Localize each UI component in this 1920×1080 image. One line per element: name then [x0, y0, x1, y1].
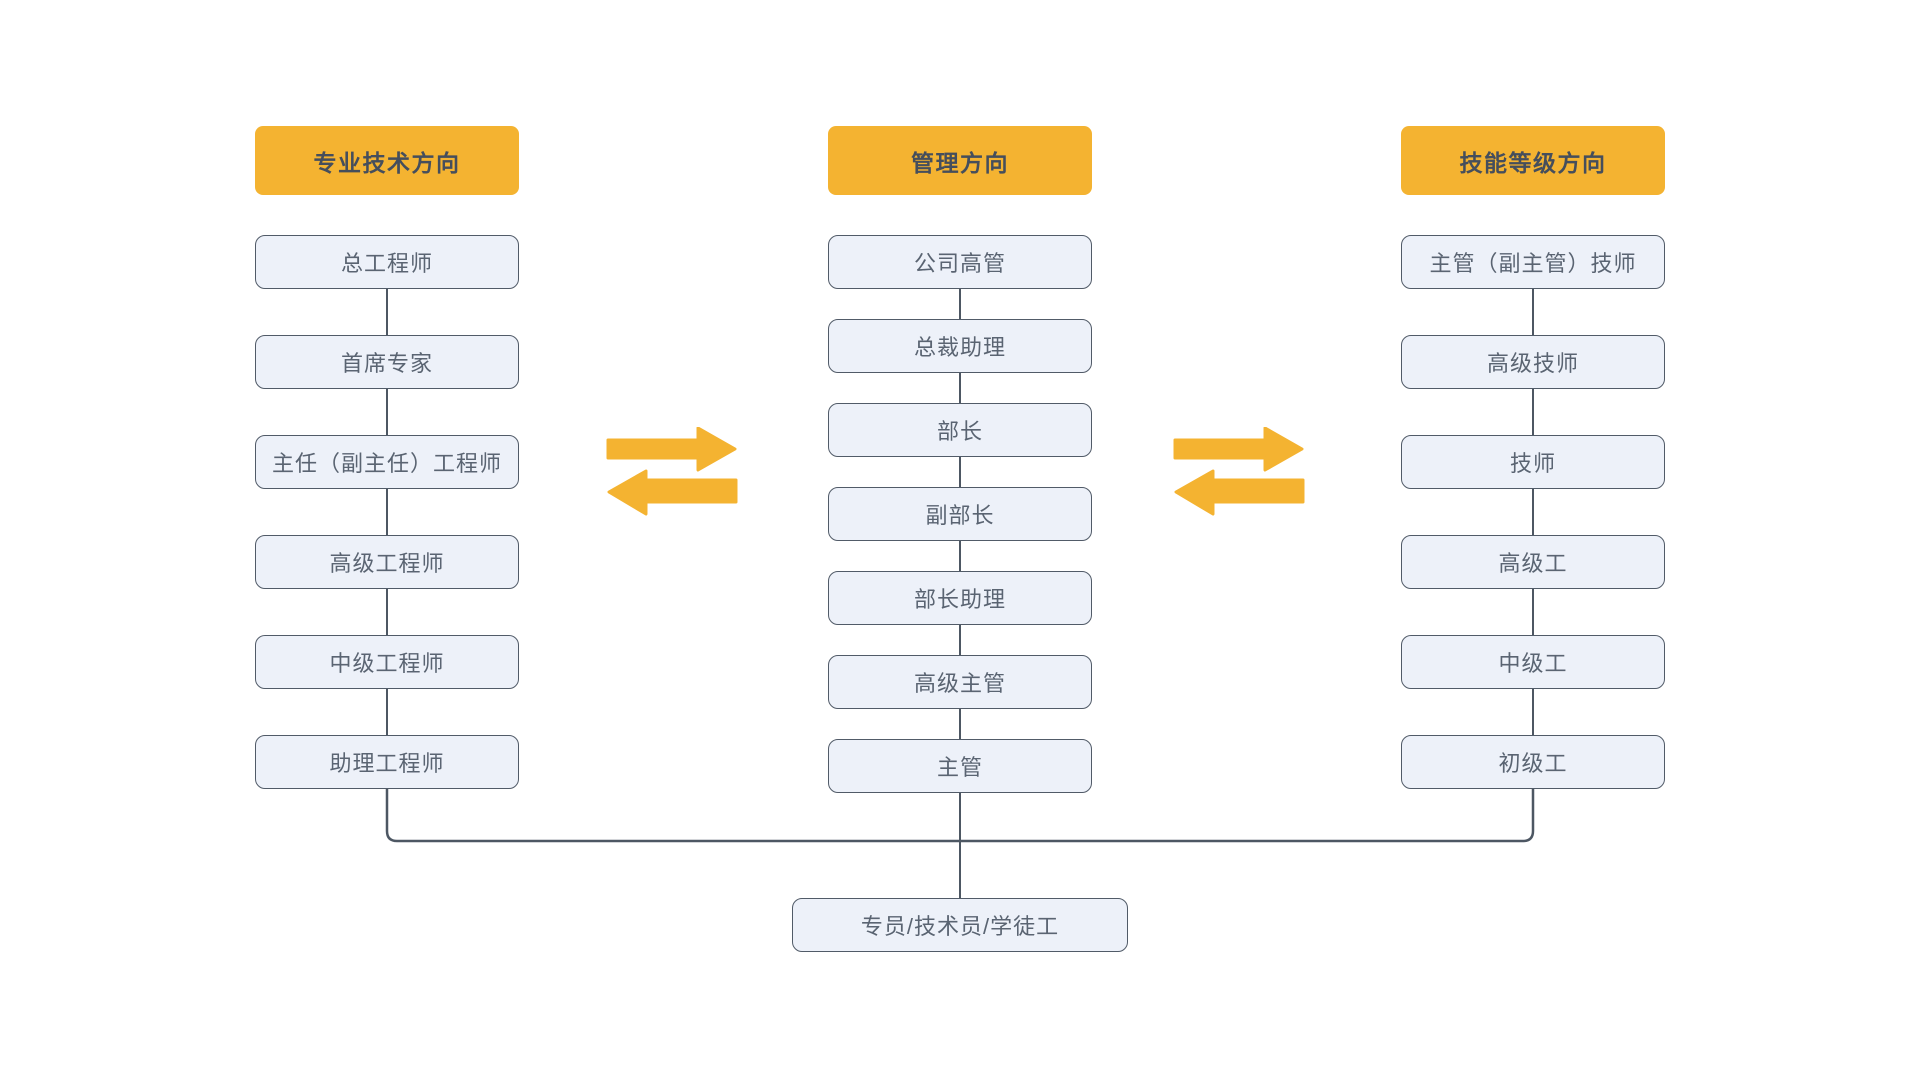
node-senior-engineer: 高级工程师 [255, 535, 519, 589]
node-senior-technician: 高级技师 [1401, 335, 1665, 389]
node-minister: 部长 [828, 403, 1092, 457]
node-intermediate-engineer: 中级工程师 [255, 635, 519, 689]
column-header-skill: 技能等级方向 [1401, 126, 1665, 195]
node-senior-worker: 高级工 [1401, 535, 1665, 589]
node-senior-supervisor: 高级主管 [828, 655, 1092, 709]
node-supervisor: 主管 [828, 739, 1092, 793]
exchange-arrows-right [1173, 427, 1305, 516]
node-assistant-engineer: 助理工程师 [255, 735, 519, 789]
arrow-right-icon [1173, 427, 1304, 472]
node-intermediate-worker: 中级工 [1401, 635, 1665, 689]
node-specialist-technician-apprentice: 专员/技术员/学徒工 [792, 898, 1128, 952]
node-chief-expert: 首席专家 [255, 335, 519, 389]
node-deputy-minister: 副部长 [828, 487, 1092, 541]
node-junior-worker: 初级工 [1401, 735, 1665, 789]
arrow-left-icon [1174, 469, 1305, 516]
node-chief-engineer: 总工程师 [255, 235, 519, 289]
node-president-assistant: 总裁助理 [828, 319, 1092, 373]
column-header-management: 管理方向 [828, 126, 1092, 195]
node-minister-assistant: 部长助理 [828, 571, 1092, 625]
node-director-engineer: 主任（副主任）工程师 [255, 435, 519, 489]
node-chief-deputy-technician: 主管（副主管）技师 [1401, 235, 1665, 289]
arrow-right-icon [606, 427, 737, 472]
arrow-left-icon [607, 469, 738, 516]
node-technician: 技师 [1401, 435, 1665, 489]
column-header-technical: 专业技术方向 [255, 126, 519, 195]
node-company-executive: 公司高管 [828, 235, 1092, 289]
exchange-arrows-left [606, 427, 738, 516]
